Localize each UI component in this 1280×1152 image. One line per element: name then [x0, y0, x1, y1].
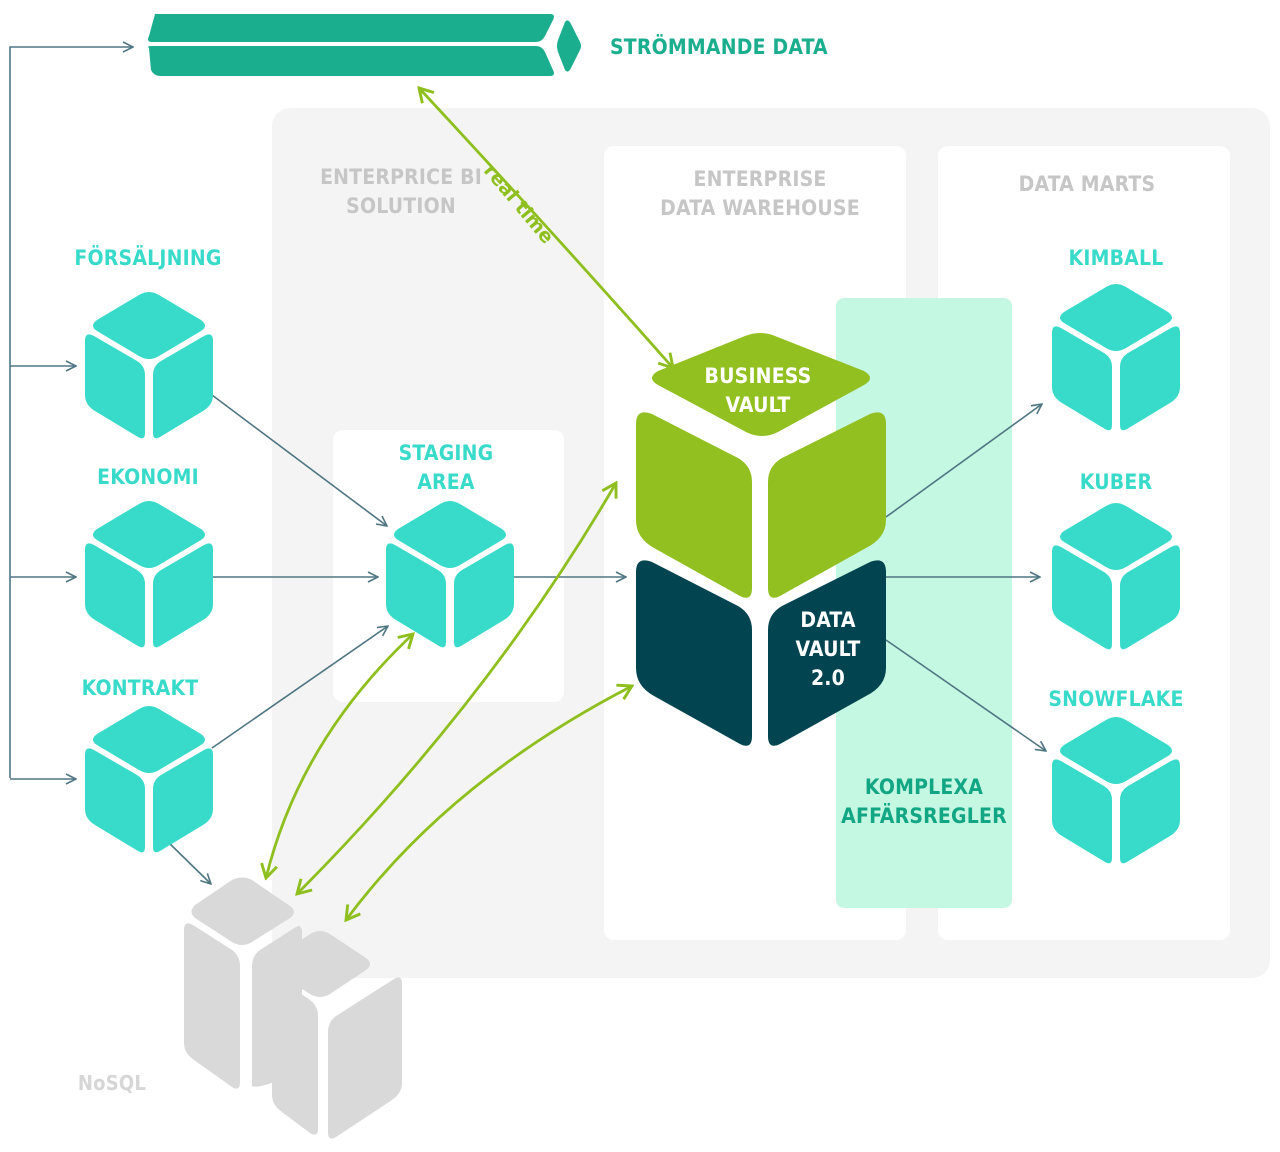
business-rules-label: KOMPLEXA AFFÄRSREGLER — [841, 775, 1007, 828]
nosql-servers-icon[interactable] — [184, 877, 402, 1139]
staging-cube-icon[interactable] — [386, 501, 514, 648]
business-vault-icon[interactable] — [636, 333, 886, 598]
mart-label-snowflake: SNOWFLAKE — [1048, 687, 1184, 711]
mart-label-kuber: KUBER — [1079, 470, 1153, 494]
arrow-vault-kimball — [885, 404, 1042, 518]
kontrakt-cube-icon[interactable] — [85, 706, 213, 853]
edw-heading: ENTERPRISE DATA WAREHOUSE — [660, 167, 860, 220]
staging-area-label: STAGING AREA — [398, 441, 494, 494]
snowflake-cube-icon[interactable] — [1052, 717, 1180, 864]
source-label-kontrakt: KONTRAKT — [81, 676, 199, 700]
forsaljning-cube-icon[interactable] — [85, 292, 213, 439]
source-label-forsaljning: FÖRSÄLJNING — [74, 246, 222, 270]
nosql-label: NoSQL — [77, 1071, 147, 1095]
arrow-nosql-data-vault — [346, 686, 632, 920]
enterprise-bi-heading: ENTERPRICE BI SOLUTION — [320, 165, 482, 218]
arrow-to-stream — [9, 47, 133, 778]
business-vault-label: BUSINESS VAULT — [704, 364, 812, 417]
kimball-cube-icon[interactable] — [1052, 284, 1180, 431]
data-marts-heading: DATA MARTS — [1018, 172, 1156, 196]
realtime-arrows — [266, 88, 673, 920]
arrow-kontrakt-nosql — [165, 839, 211, 884]
stream-bar-icon — [148, 14, 581, 76]
data-vault-icon[interactable] — [636, 560, 886, 746]
data-vault-label: DATA VAULT 2.0 — [795, 608, 861, 690]
streaming-data-label: STRÖMMANDE DATA — [610, 35, 828, 59]
source-label-ekonomi: EKONOMI — [97, 465, 199, 489]
mart-label-kimball: KIMBALL — [1068, 246, 1164, 270]
ekonomi-cube-icon[interactable] — [85, 501, 213, 648]
kuber-cube-icon[interactable] — [1052, 503, 1180, 650]
arrow-nosql-staging — [266, 634, 413, 878]
arrow-stream-business-vault — [419, 88, 673, 368]
arrow-vault-snowflake — [885, 639, 1046, 751]
